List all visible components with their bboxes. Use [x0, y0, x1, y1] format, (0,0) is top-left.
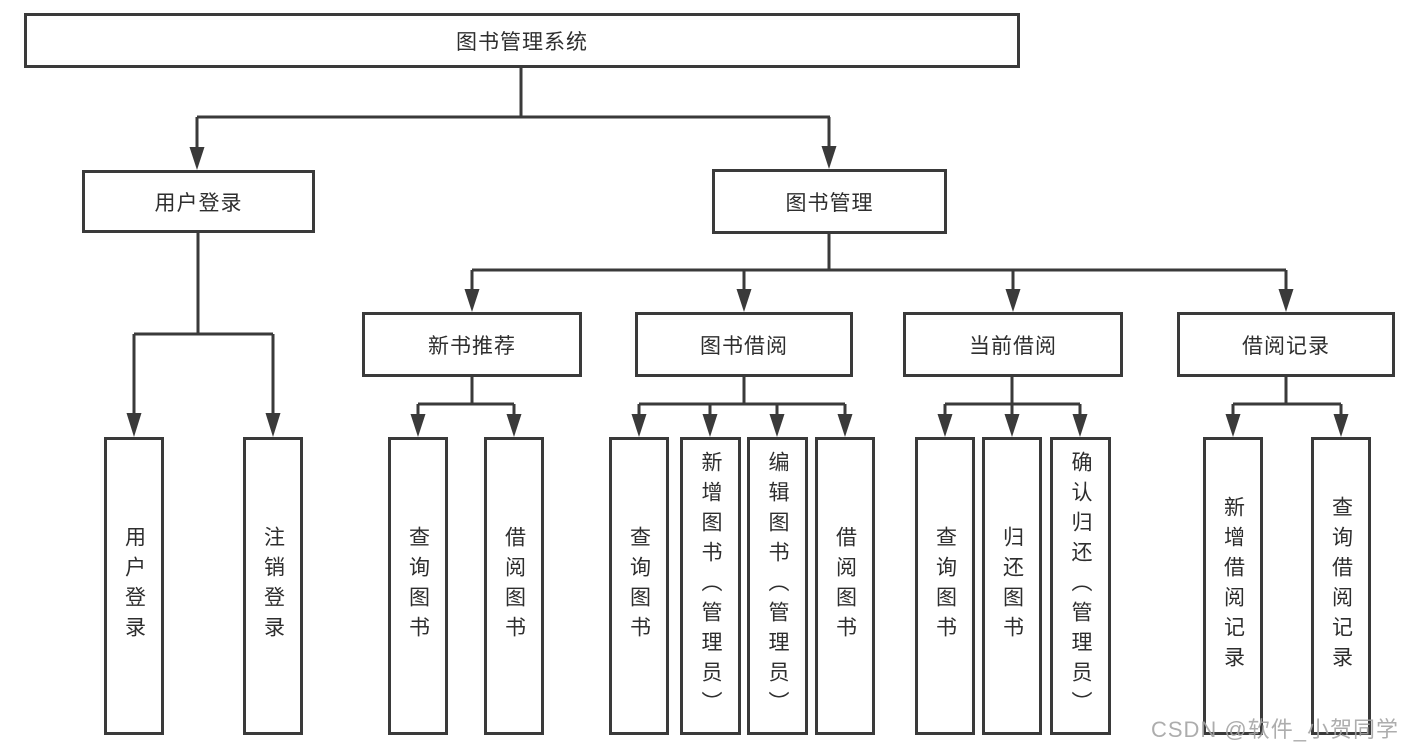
- leaf-return-book-label: 归还图书: [1000, 526, 1024, 646]
- leaf-edit-book-admin-label: 编辑图书（管理员）: [766, 451, 789, 721]
- leaf-query-books-borrow: 查询图书: [609, 437, 669, 735]
- leaf-borrow-books-recommend-label: 借阅图书: [502, 526, 526, 646]
- node-borrow-records: 借阅记录: [1177, 312, 1395, 377]
- arrow-down-icon: [837, 414, 853, 437]
- arrow-down-icon: [126, 413, 142, 437]
- arrow-down-icon: [702, 414, 718, 437]
- watermark: CSDN @软件_小贺同学: [1150, 717, 1399, 742]
- arrow-down-icon: [506, 414, 522, 437]
- arrow-down-icon: [631, 414, 647, 437]
- connector-current-borrow: [943, 377, 1082, 416]
- connector-user-login: [132, 233, 275, 416]
- arrow-down-icon: [821, 146, 837, 169]
- leaf-query-books-recommend: 查询图书: [388, 437, 448, 735]
- arrow-down-icon: [769, 414, 785, 437]
- leaf-borrow-books-2: 借阅图书: [815, 437, 875, 735]
- node-new-book-recommend-label: 新书推荐: [428, 334, 516, 358]
- node-user-login-group: 用户登录: [82, 170, 315, 233]
- node-book-management: 图书管理: [712, 169, 947, 234]
- connector-borrow-records: [1231, 377, 1343, 416]
- leaf-confirm-return-admin-label: 确认归还（管理员）: [1069, 451, 1092, 721]
- node-current-borrow-label: 当前借阅: [969, 334, 1057, 358]
- arrow-down-icon: [736, 289, 752, 312]
- node-book-management-label: 图书管理: [785, 191, 874, 215]
- node-borrow-records-label: 借阅记录: [1242, 334, 1330, 358]
- node-user-login-group-label: 用户登录: [154, 191, 243, 215]
- connector-new-book-recommend: [416, 377, 516, 416]
- leaf-query-books-recommend-label: 查询图书: [406, 526, 430, 646]
- leaf-user-login-label: 用户登录: [122, 526, 146, 646]
- arrow-down-icon: [189, 147, 205, 170]
- connector-root: [195, 67, 831, 150]
- arrow-down-icon: [1072, 414, 1088, 437]
- leaf-add-book-admin: 新增图书（管理员）: [680, 437, 741, 735]
- leaf-borrow-books-recommend: 借阅图书: [484, 437, 544, 735]
- node-new-book-recommend: 新书推荐: [362, 312, 582, 377]
- arrow-down-icon: [1225, 414, 1241, 437]
- leaf-query-books-borrow-label: 查询图书: [627, 526, 651, 646]
- connector-book-management: [470, 234, 1288, 292]
- leaf-user-login: 用户登录: [104, 437, 164, 735]
- leaf-confirm-return-admin: 确认归还（管理员）: [1050, 437, 1111, 735]
- arrow-down-icon: [265, 413, 281, 437]
- leaf-query-borrow-record: 查询借阅记录: [1311, 437, 1371, 735]
- arrow-down-icon: [410, 414, 426, 437]
- node-root-label: 图书管理系统: [456, 30, 588, 54]
- node-root: 图书管理系统: [24, 13, 1020, 68]
- node-book-borrow: 图书借阅: [635, 312, 853, 377]
- arrow-down-icon: [1004, 414, 1020, 437]
- connector-book-borrow: [637, 377, 847, 416]
- arrow-down-icon: [464, 289, 480, 312]
- leaf-query-borrow-record-label: 查询借阅记录: [1329, 496, 1353, 676]
- arrow-down-icon: [937, 414, 953, 437]
- leaf-add-borrow-record: 新增借阅记录: [1203, 437, 1263, 735]
- arrow-down-icon: [1005, 289, 1021, 312]
- leaf-borrow-books-2-label: 借阅图书: [833, 526, 857, 646]
- leaf-query-books-current-label: 查询图书: [933, 526, 957, 646]
- leaf-query-books-current: 查询图书: [915, 437, 975, 735]
- arrow-down-icon: [1278, 289, 1294, 312]
- arrowheads: [126, 146, 1349, 437]
- node-book-borrow-label: 图书借阅: [700, 334, 788, 358]
- leaf-logout-label: 注销登录: [261, 526, 285, 646]
- leaf-add-borrow-record-label: 新增借阅记录: [1221, 496, 1245, 676]
- leaf-return-book: 归还图书: [982, 437, 1042, 735]
- leaf-edit-book-admin: 编辑图书（管理员）: [747, 437, 808, 735]
- leaf-add-book-admin-label: 新增图书（管理员）: [699, 451, 722, 721]
- arrow-down-icon: [1333, 414, 1349, 437]
- node-current-borrow: 当前借阅: [903, 312, 1123, 377]
- leaf-logout: 注销登录: [243, 437, 303, 735]
